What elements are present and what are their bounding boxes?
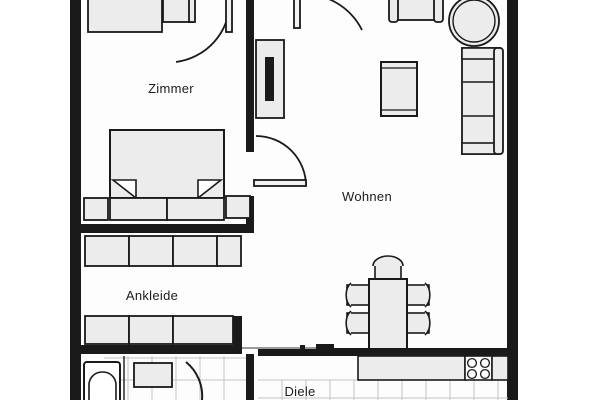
room-wohnen: Wohnen bbox=[253, 0, 504, 350]
bed-footboard-left bbox=[109, 197, 168, 221]
room-diele: Diele bbox=[284, 384, 315, 399]
wall-ankleide-right bbox=[233, 316, 242, 354]
dining-chair-right-2 bbox=[404, 310, 431, 336]
pillow-left bbox=[110, 179, 137, 200]
stove-burner-3 bbox=[466, 368, 478, 380]
room-ankleide: Ankleide bbox=[84, 235, 242, 345]
door-ankleide bbox=[242, 344, 334, 352]
wardrobe-top-3 bbox=[172, 235, 218, 267]
wall-exterior-right bbox=[507, 0, 518, 400]
room-kueche bbox=[258, 355, 509, 400]
dining-table bbox=[368, 278, 408, 350]
pillow-right bbox=[197, 179, 224, 200]
sofa bbox=[461, 47, 504, 155]
desk-chair-back bbox=[188, 0, 196, 23]
bed-footboard-right bbox=[166, 197, 225, 221]
wall-exterior-left bbox=[70, 0, 81, 400]
dining-set bbox=[345, 255, 431, 350]
coffee-table bbox=[380, 61, 418, 117]
counter bbox=[357, 355, 466, 381]
dining-chair-left-1 bbox=[345, 282, 372, 308]
room-bad bbox=[83, 356, 246, 400]
room-zimmer: Zimmer bbox=[83, 0, 251, 221]
cabinet-end bbox=[491, 355, 509, 381]
stove-burner-2 bbox=[479, 357, 491, 369]
wardrobe-top-2 bbox=[128, 235, 174, 267]
room-label-diele: Diele bbox=[284, 384, 315, 399]
wardrobe-top-1 bbox=[84, 235, 130, 267]
wall-zimmer-ankleide bbox=[70, 224, 254, 233]
room-label-ankleide: Ankleide bbox=[126, 288, 178, 303]
armchair bbox=[388, 0, 444, 23]
nightstand-right bbox=[225, 195, 251, 219]
round-table bbox=[448, 0, 500, 47]
washbasin bbox=[133, 362, 173, 388]
room-label-zimmer: Zimmer bbox=[148, 81, 194, 96]
wall-diele-bad bbox=[246, 354, 254, 400]
room-label-wohnen: Wohnen bbox=[342, 189, 392, 204]
wall-zimmer-wohnen-upper bbox=[246, 0, 254, 152]
nightstand-left bbox=[83, 197, 109, 221]
dining-chair-left-2 bbox=[345, 310, 372, 336]
wall-ankleide-bad bbox=[70, 345, 240, 354]
stove-burner-1 bbox=[466, 357, 478, 369]
dining-chair-right-1 bbox=[404, 282, 431, 308]
door-zimmer-top bbox=[175, 0, 233, 63]
desk bbox=[87, 0, 163, 33]
tv-cabinet bbox=[255, 39, 285, 119]
wardrobe-bottom-1 bbox=[84, 315, 130, 345]
bathtub bbox=[83, 361, 121, 400]
stove-burner-4 bbox=[479, 368, 491, 380]
wardrobe-bottom-3 bbox=[172, 315, 234, 345]
door-wohnen-top bbox=[293, 0, 363, 31]
door-zimmer-wohnen bbox=[253, 135, 307, 187]
wardrobe-top-4 bbox=[216, 235, 242, 267]
door-bad bbox=[185, 361, 204, 400]
wall-wohnen-diele bbox=[258, 348, 508, 356]
wardrobe-bottom-2 bbox=[128, 315, 174, 345]
